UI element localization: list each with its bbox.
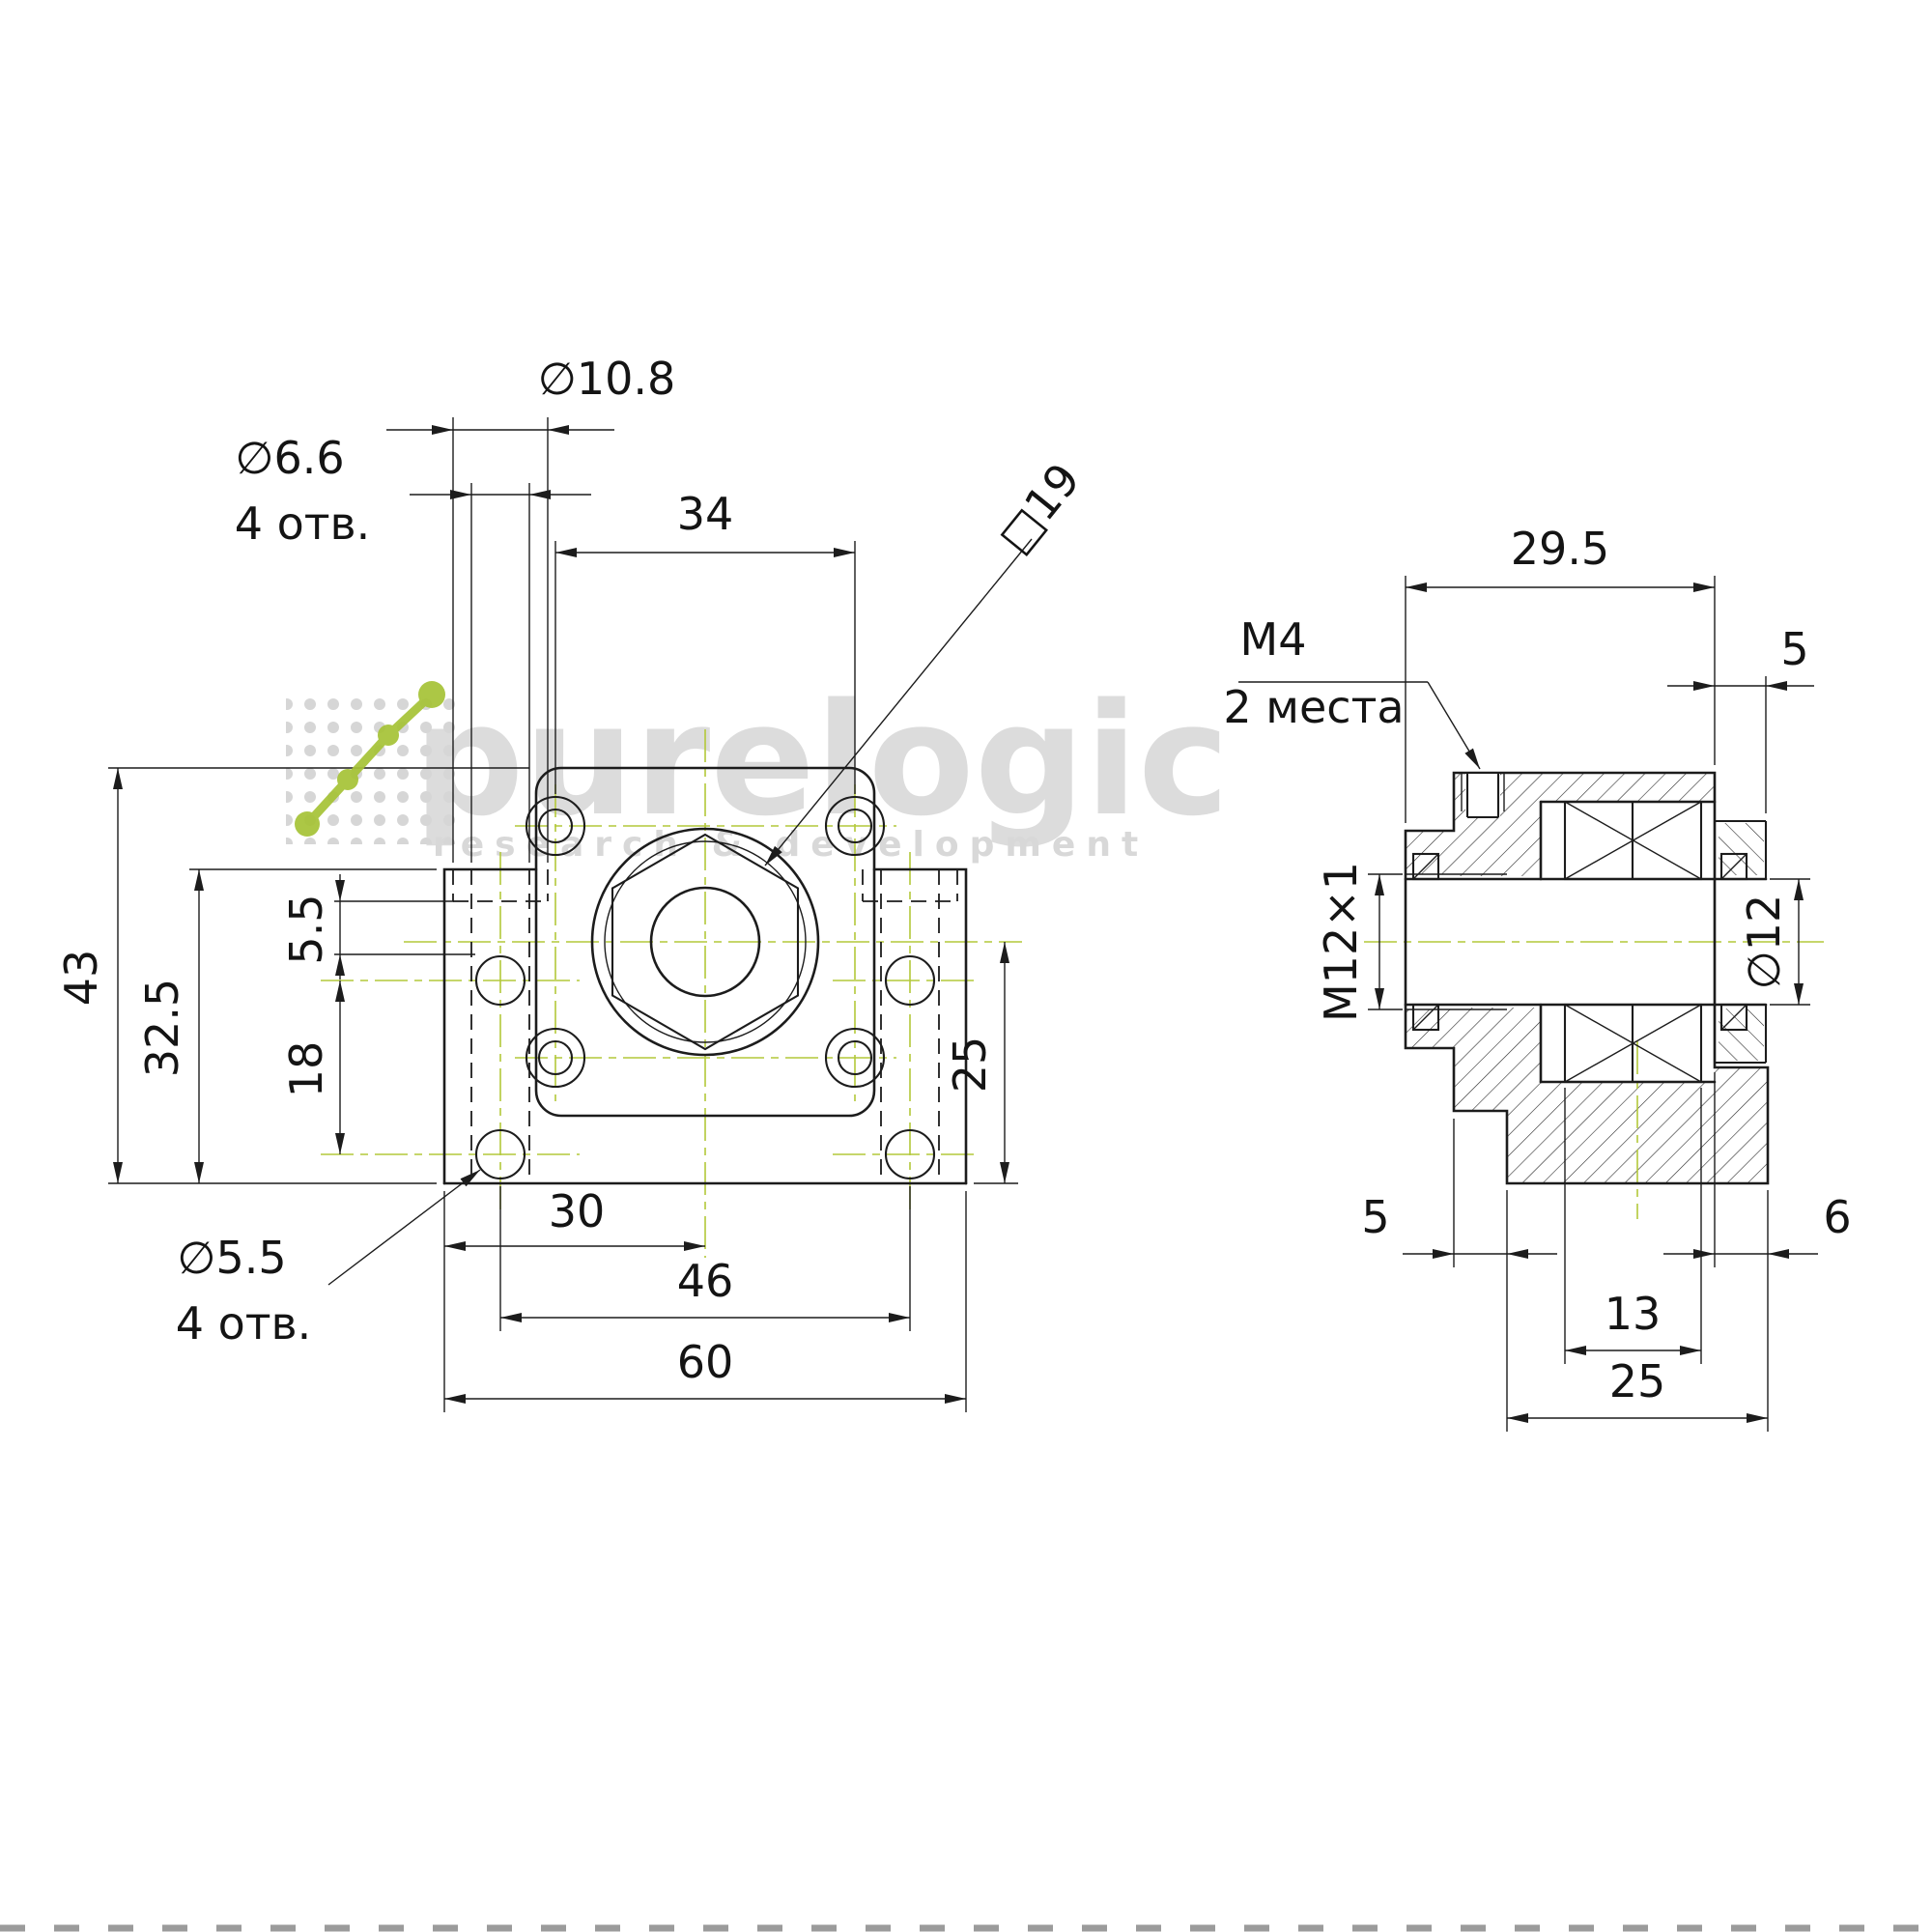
dim-total-height: 43 bbox=[55, 767, 529, 1184]
front-centerlines bbox=[321, 729, 1022, 1258]
front-view: ∅10.8 ∅6.6 4 отв. 34 □19 bbox=[55, 353, 1091, 1412]
dim-center-height: 25 bbox=[944, 942, 1018, 1184]
side-dimensions: 29.5 M4 2 места 5 M12×1 bbox=[1223, 523, 1852, 1432]
dim-center-height-text: 25 bbox=[944, 1037, 996, 1094]
dim-center-offset-text: 30 bbox=[549, 1185, 606, 1237]
side-hatching bbox=[1406, 773, 1768, 1183]
watermark-brand-text: purelogic bbox=[413, 669, 1230, 850]
dim-counterbore-text: ∅10.8 bbox=[538, 353, 676, 405]
dim-foot-rear-overhang: 6 bbox=[1663, 1072, 1852, 1267]
dim-flange-spacing: 34 bbox=[554, 488, 856, 794]
dim-face-hole-spacing: 46 bbox=[499, 1186, 911, 1331]
watermark-tagline-text: research & development bbox=[433, 825, 1149, 865]
flange-holes bbox=[525, 795, 886, 1089]
dim-bearing-width-text: 13 bbox=[1605, 1288, 1662, 1340]
dim-total-depth: 29.5 bbox=[1405, 523, 1716, 823]
dim-setscrew-thread-text: M4 bbox=[1240, 613, 1307, 666]
dim-total-height-text: 43 bbox=[55, 950, 107, 1007]
dim-through-count-text: 4 отв. bbox=[235, 497, 371, 550]
dim-face-hole-diameter: ∅5.5 4 отв. bbox=[176, 1169, 481, 1350]
dim-bore-diameter: ∅12 bbox=[1738, 878, 1810, 1006]
seal-rings bbox=[1411, 852, 1748, 1032]
dim-face-diameter-text: ∅5.5 bbox=[177, 1232, 286, 1284]
dim-bearing-width: 13 bbox=[1564, 1088, 1702, 1364]
front-body bbox=[442, 766, 968, 1185]
setscrew-hole bbox=[1461, 773, 1505, 819]
dim-face-hole-spacing-text: 46 bbox=[677, 1255, 734, 1307]
dim-cover-width-text: 5 bbox=[1780, 623, 1808, 675]
side-body bbox=[1404, 771, 1770, 1185]
dim-foot-front-gap: 5 bbox=[1361, 1119, 1557, 1267]
dim-foot-front-gap-text: 5 bbox=[1361, 1191, 1389, 1243]
side-centerlines bbox=[1364, 941, 1824, 1219]
dim-center-offset: 30 bbox=[443, 1185, 705, 1412]
dim-total-width-text: 60 bbox=[677, 1336, 734, 1388]
dim-side-hole-spacing-text: 18 bbox=[280, 1041, 332, 1098]
dim-shaft-thread: M12×1 bbox=[1315, 862, 1403, 1022]
dim-through-hole: ∅6.6 4 отв. bbox=[235, 432, 591, 863]
dim-base-height: 32.5 bbox=[136, 868, 437, 1183]
dim-shaft-thread-text: M12×1 bbox=[1315, 862, 1367, 1022]
dim-face-count-text: 4 отв. bbox=[176, 1297, 312, 1350]
dim-foot-rear-overhang-text: 6 bbox=[1823, 1191, 1851, 1243]
dim-through-text: ∅6.6 bbox=[235, 432, 344, 484]
logo-green-dots bbox=[295, 681, 445, 837]
front-dimensions: ∅10.8 ∅6.6 4 отв. 34 □19 bbox=[55, 353, 1091, 1412]
dim-slot-depth-text: 5.5 bbox=[280, 894, 332, 964]
dim-cover-width: 5 bbox=[1667, 623, 1814, 813]
bearing-pair bbox=[1563, 800, 1703, 1084]
dim-foot-depth: 25 bbox=[1506, 1190, 1769, 1432]
dim-slot-depth: 5.5 bbox=[280, 874, 475, 980]
hidden-slots bbox=[452, 869, 958, 1183]
dim-setscrew-places-text: 2 места bbox=[1223, 681, 1404, 733]
face-holes bbox=[474, 954, 936, 1180]
side-view: 29.5 M4 2 места 5 M12×1 bbox=[1223, 523, 1852, 1432]
dim-total-width: 60 bbox=[444, 1191, 967, 1412]
dim-flange-spacing-text: 34 bbox=[677, 488, 734, 540]
dim-foot-depth-text: 25 bbox=[1609, 1355, 1666, 1407]
watermark: purelogic research & development bbox=[286, 669, 1230, 865]
dim-bore-diameter-text: ∅12 bbox=[1738, 895, 1790, 990]
dim-side-hole-spacing: 18 bbox=[280, 980, 345, 1154]
dim-setscrew: M4 2 места bbox=[1223, 613, 1481, 770]
dim-base-height-text: 32.5 bbox=[136, 979, 188, 1077]
rear-cover bbox=[1713, 819, 1768, 1065]
locknut-hexagon bbox=[611, 833, 800, 1051]
dim-total-depth-text: 29.5 bbox=[1511, 523, 1609, 575]
dim-nut-flats-text: □19 bbox=[987, 453, 1090, 562]
